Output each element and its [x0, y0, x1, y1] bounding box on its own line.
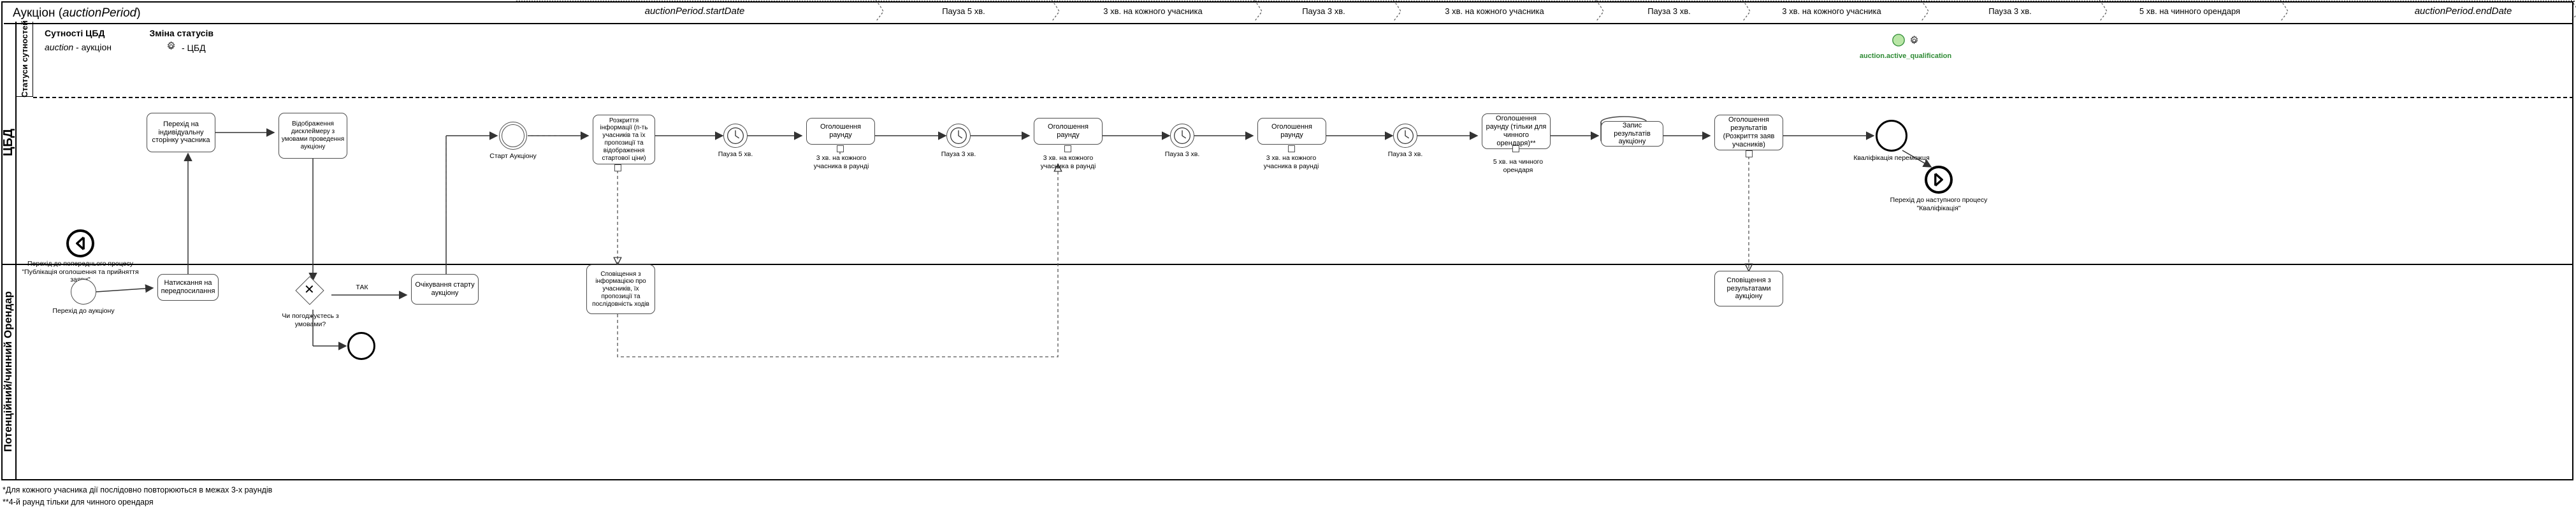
clock-icon: [1393, 124, 1417, 151]
event-label-next-process: Перехід до наступного процесу "Кваліфіка…: [1890, 196, 1988, 212]
task-notify-participants[interactable]: Сповіщення з інформацією про учасників, …: [586, 264, 655, 314]
event-label-prev-process: Перехід до попереднього процесу "Публіка…: [22, 260, 139, 284]
event-qualification[interactable]: [1876, 120, 1907, 152]
event-label-qualification: Кваліфікація переможця: [1853, 154, 1930, 162]
timeline-segment-5: Пауза 3 хв.: [1647, 6, 1691, 16]
clock-icon: [723, 124, 748, 151]
status-circle-icon: [1892, 33, 1906, 50]
timeline-segment-1: Пауза 5 хв.: [942, 6, 985, 16]
task-save-results[interactable]: Запис результатів аукціону: [1601, 121, 1663, 147]
clock-icon: [946, 124, 971, 151]
round-note-round-label-4: 5 хв. на чинного орендаря: [1493, 158, 1544, 174]
event-prev-process[interactable]: [66, 229, 94, 257]
task-notify-start[interactable]: Очікування старту аукціону: [411, 274, 479, 305]
event-next-process[interactable]: [1925, 166, 1953, 194]
event-label-pause-3min-b: Пауза 3 хв.: [1164, 150, 1200, 158]
timeline-segment-2: 3 хв. на кожного учасника: [1103, 6, 1203, 16]
round-note-round-label-1: 3 хв. на кожного учасника в раунді: [813, 154, 869, 170]
task-notify-results[interactable]: Сповіщення з результатами аукціону: [1714, 271, 1783, 306]
legend-entity-key: auction: [45, 42, 74, 53]
legend-status-value: - ЦБД: [182, 43, 206, 54]
timeline-segment-8: 5 хв. на чинного орендаря: [2139, 6, 2241, 16]
lane-header-cbd: ЦБД: [1, 22, 17, 264]
chevron-left-icon: [66, 229, 94, 261]
timeline-separator-1: [1050, 0, 1062, 22]
clock-icon: [1170, 124, 1194, 151]
timeline-segment-3: Пауза 3 хв.: [1302, 6, 1345, 16]
task-announce-round-2[interactable]: Оголошення раунду: [1034, 118, 1103, 145]
legend-entities-title: Сутності ЦБД: [45, 28, 105, 38]
gateway-x-icon: ✕: [304, 283, 315, 297]
task-marker-5: [1746, 150, 1753, 157]
lane-header-tenant: Потенційний/чинний Орендар: [1, 264, 17, 479]
event-label-pause-3min-a: Пауза 3 хв.: [941, 150, 976, 158]
legend-entity-value: - аукціон: [73, 42, 112, 53]
legend: Сутності ЦБД Зміна статусів auction - ау…: [45, 27, 213, 55]
gateway-yes-label: ТАК: [356, 284, 368, 291]
timeline-separator-5: [1741, 0, 1753, 22]
timeline-segment-7: Пауза 3 хв.: [1988, 6, 2032, 16]
timeline-separator-0: [874, 0, 886, 22]
task-marker-2: [1288, 145, 1295, 152]
timeline-separator-2: [1253, 0, 1264, 22]
task-marker-4: [614, 164, 621, 171]
status-badge-group: auction.active_qualification: [1842, 33, 1969, 60]
event-auction-start[interactable]: [499, 122, 527, 150]
legend-status-title: Зміна статусів: [149, 28, 213, 38]
event-label-pause-5min: Пауза 5 хв.: [718, 150, 753, 158]
timeline-segment-9: auctionPeriod.endDate: [2414, 5, 2512, 17]
task-marker-3: [1512, 145, 1519, 152]
event-label-pause-3min-c: Пауза 3 хв.: [1387, 150, 1423, 158]
timeline-segment-4: 3 хв. на кожного учасника: [1445, 6, 1544, 16]
task-announce-results[interactable]: Оголошення результатів (Розкриття заяв у…: [1714, 115, 1783, 150]
event-start-tenant[interactable]: [71, 279, 96, 305]
footnote-1: *Для кожного учасника дії послідовно пов…: [3, 486, 273, 494]
gateway-label: Чи погоджуєтесь з умовами?: [282, 312, 339, 328]
round-note-round-label-3: 3 хв. на кожного учасника в раунді: [1263, 154, 1319, 170]
auction-pool: Аукціон (auctionPeriod): [1, 1, 2573, 480]
event-label-auction-start: Старт Аукціону: [489, 152, 537, 160]
lane-label-cbd: ЦБД: [1, 129, 15, 157]
pool-title: Аукціон (auctionPeriod): [4, 4, 2573, 24]
status-lane-dashed-divider: [33, 97, 2573, 98]
timeline-segment-0: auctionPeriod.startDate: [644, 5, 745, 17]
timeline-separator-9: [2570, 0, 2576, 22]
pool-title-main: Аукціон (: [13, 6, 63, 20]
timeline-separator-6: [1920, 0, 1931, 22]
task-announce-round-1[interactable]: Оголошення раунду: [806, 118, 875, 145]
event-end-tenant[interactable]: [347, 332, 375, 360]
pool-title-tail: ): [136, 6, 141, 20]
task-press-prestart[interactable]: Натискання на передпосилання: [157, 274, 219, 301]
task-marker-0: [837, 145, 844, 152]
footnote-2: **4-й раунд тільки для чинного орендаря: [3, 498, 154, 507]
timeline-separator-4: [1595, 0, 1606, 22]
task-announce-round-4[interactable]: Оголошення раунду (тільки для чинного ор…: [1482, 113, 1551, 149]
task-goto-participant-page[interactable]: Перехід на індивідуальну сторінку учасни…: [147, 113, 215, 152]
timeline-segment-6: 3 хв. на кожного учасника: [1782, 6, 1881, 16]
sublane-label: Статуси сутностей: [20, 20, 29, 97]
task-show-disclaimer[interactable]: Відображення дисклеймеру з умовами прове…: [279, 113, 347, 159]
round-note-round-label-2: 3 хв. на кожного учасника в раунді: [1040, 154, 1096, 170]
event-label-start-tenant: Перехід до аукціону: [52, 307, 115, 315]
lane-divider: [1, 264, 2573, 265]
status-badge: auction.active_qualification: [1859, 52, 1952, 60]
gear-icon: [166, 41, 177, 55]
lane-label-tenant: Потенційний/чинний Орендар: [2, 291, 14, 452]
timeline-separator-8: [2279, 0, 2290, 22]
timeline-separator-3: [1392, 0, 1403, 22]
task-marker-1: [1064, 145, 1071, 152]
pool-title-italic: auctionPeriod: [62, 6, 137, 20]
gear-icon: [1909, 35, 1920, 49]
timeline-separator-7: [2098, 0, 2109, 22]
task-disclose-info[interactable]: Розкриття інформації (п-ть учасників та …: [593, 115, 655, 164]
task-announce-round-3[interactable]: Оголошення раунду: [1257, 118, 1326, 145]
chevron-right-icon: [1925, 166, 1953, 197]
sublane-header-statuses: Статуси сутностей: [17, 20, 33, 97]
